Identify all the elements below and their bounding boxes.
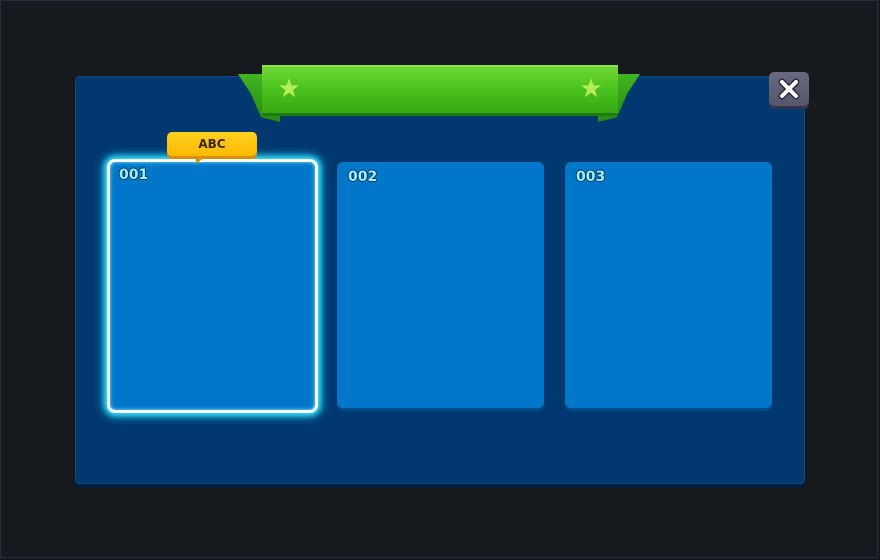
close-button[interactable] bbox=[769, 72, 809, 106]
title-ribbon: ★ ★ bbox=[262, 65, 618, 113]
slot-number: 001 bbox=[119, 167, 149, 183]
slot-card-003[interactable]: 003 bbox=[565, 162, 772, 408]
close-icon bbox=[778, 78, 800, 100]
star-icon: ★ bbox=[277, 74, 301, 104]
selected-slot-tag: ABC bbox=[167, 132, 257, 156]
slot-number: 002 bbox=[348, 169, 378, 185]
star-icon: ★ bbox=[579, 74, 603, 104]
slot-card-001[interactable]: 001 bbox=[107, 159, 318, 413]
slot-number: 003 bbox=[576, 169, 606, 185]
tag-pointer bbox=[196, 156, 206, 164]
slot-card-002[interactable]: 002 bbox=[337, 162, 544, 408]
